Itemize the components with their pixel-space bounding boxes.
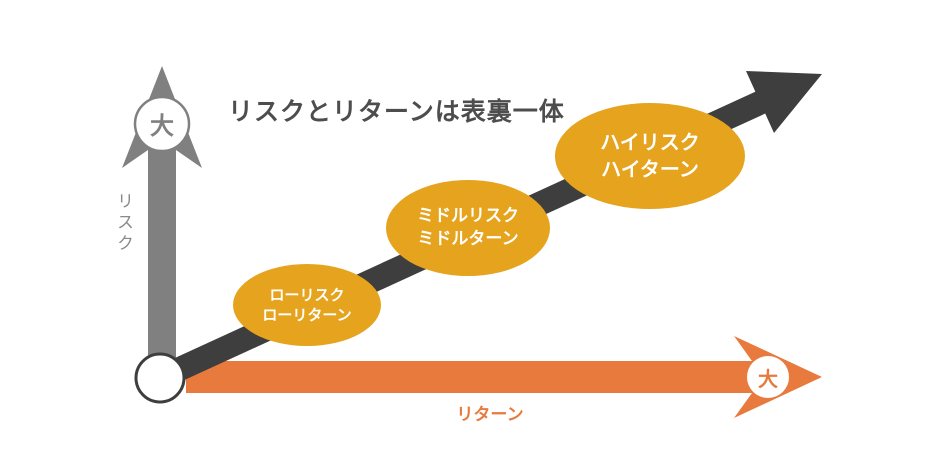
origin-circle [134,352,186,404]
bubble-middle-line2: ミドルターン [417,229,519,249]
return-axis-label: リターン [456,405,524,425]
bubble-middle-line1: ミドルリスク [417,206,519,227]
bubble-low-risk-low-return: ローリスク ローリターン [233,264,381,346]
diagram-title: リスクとリターンは表裏一体 [228,97,565,126]
trend-arrow-head [746,71,822,133]
bubble-high-line1: ハイリスク [600,130,700,154]
bubble-high-line2: ハイターン [601,157,699,181]
risk-max-circle [133,95,191,153]
bubble-high-risk-high-return: ハイリスク ハイターン [555,103,745,209]
return-max-label: 大 [758,367,778,391]
bubble-low-line1: ローリスク [269,285,345,304]
bubble-middle-risk-middle-return: ミドルリスク ミドルターン [386,180,550,276]
bubble-low-line2: ローリターン [262,306,352,324]
risk-axis-label: リスク [113,192,133,255]
return-axis-arrow [186,336,822,418]
risk-max-label: 大 [150,112,174,140]
return-max-circle [747,356,789,398]
